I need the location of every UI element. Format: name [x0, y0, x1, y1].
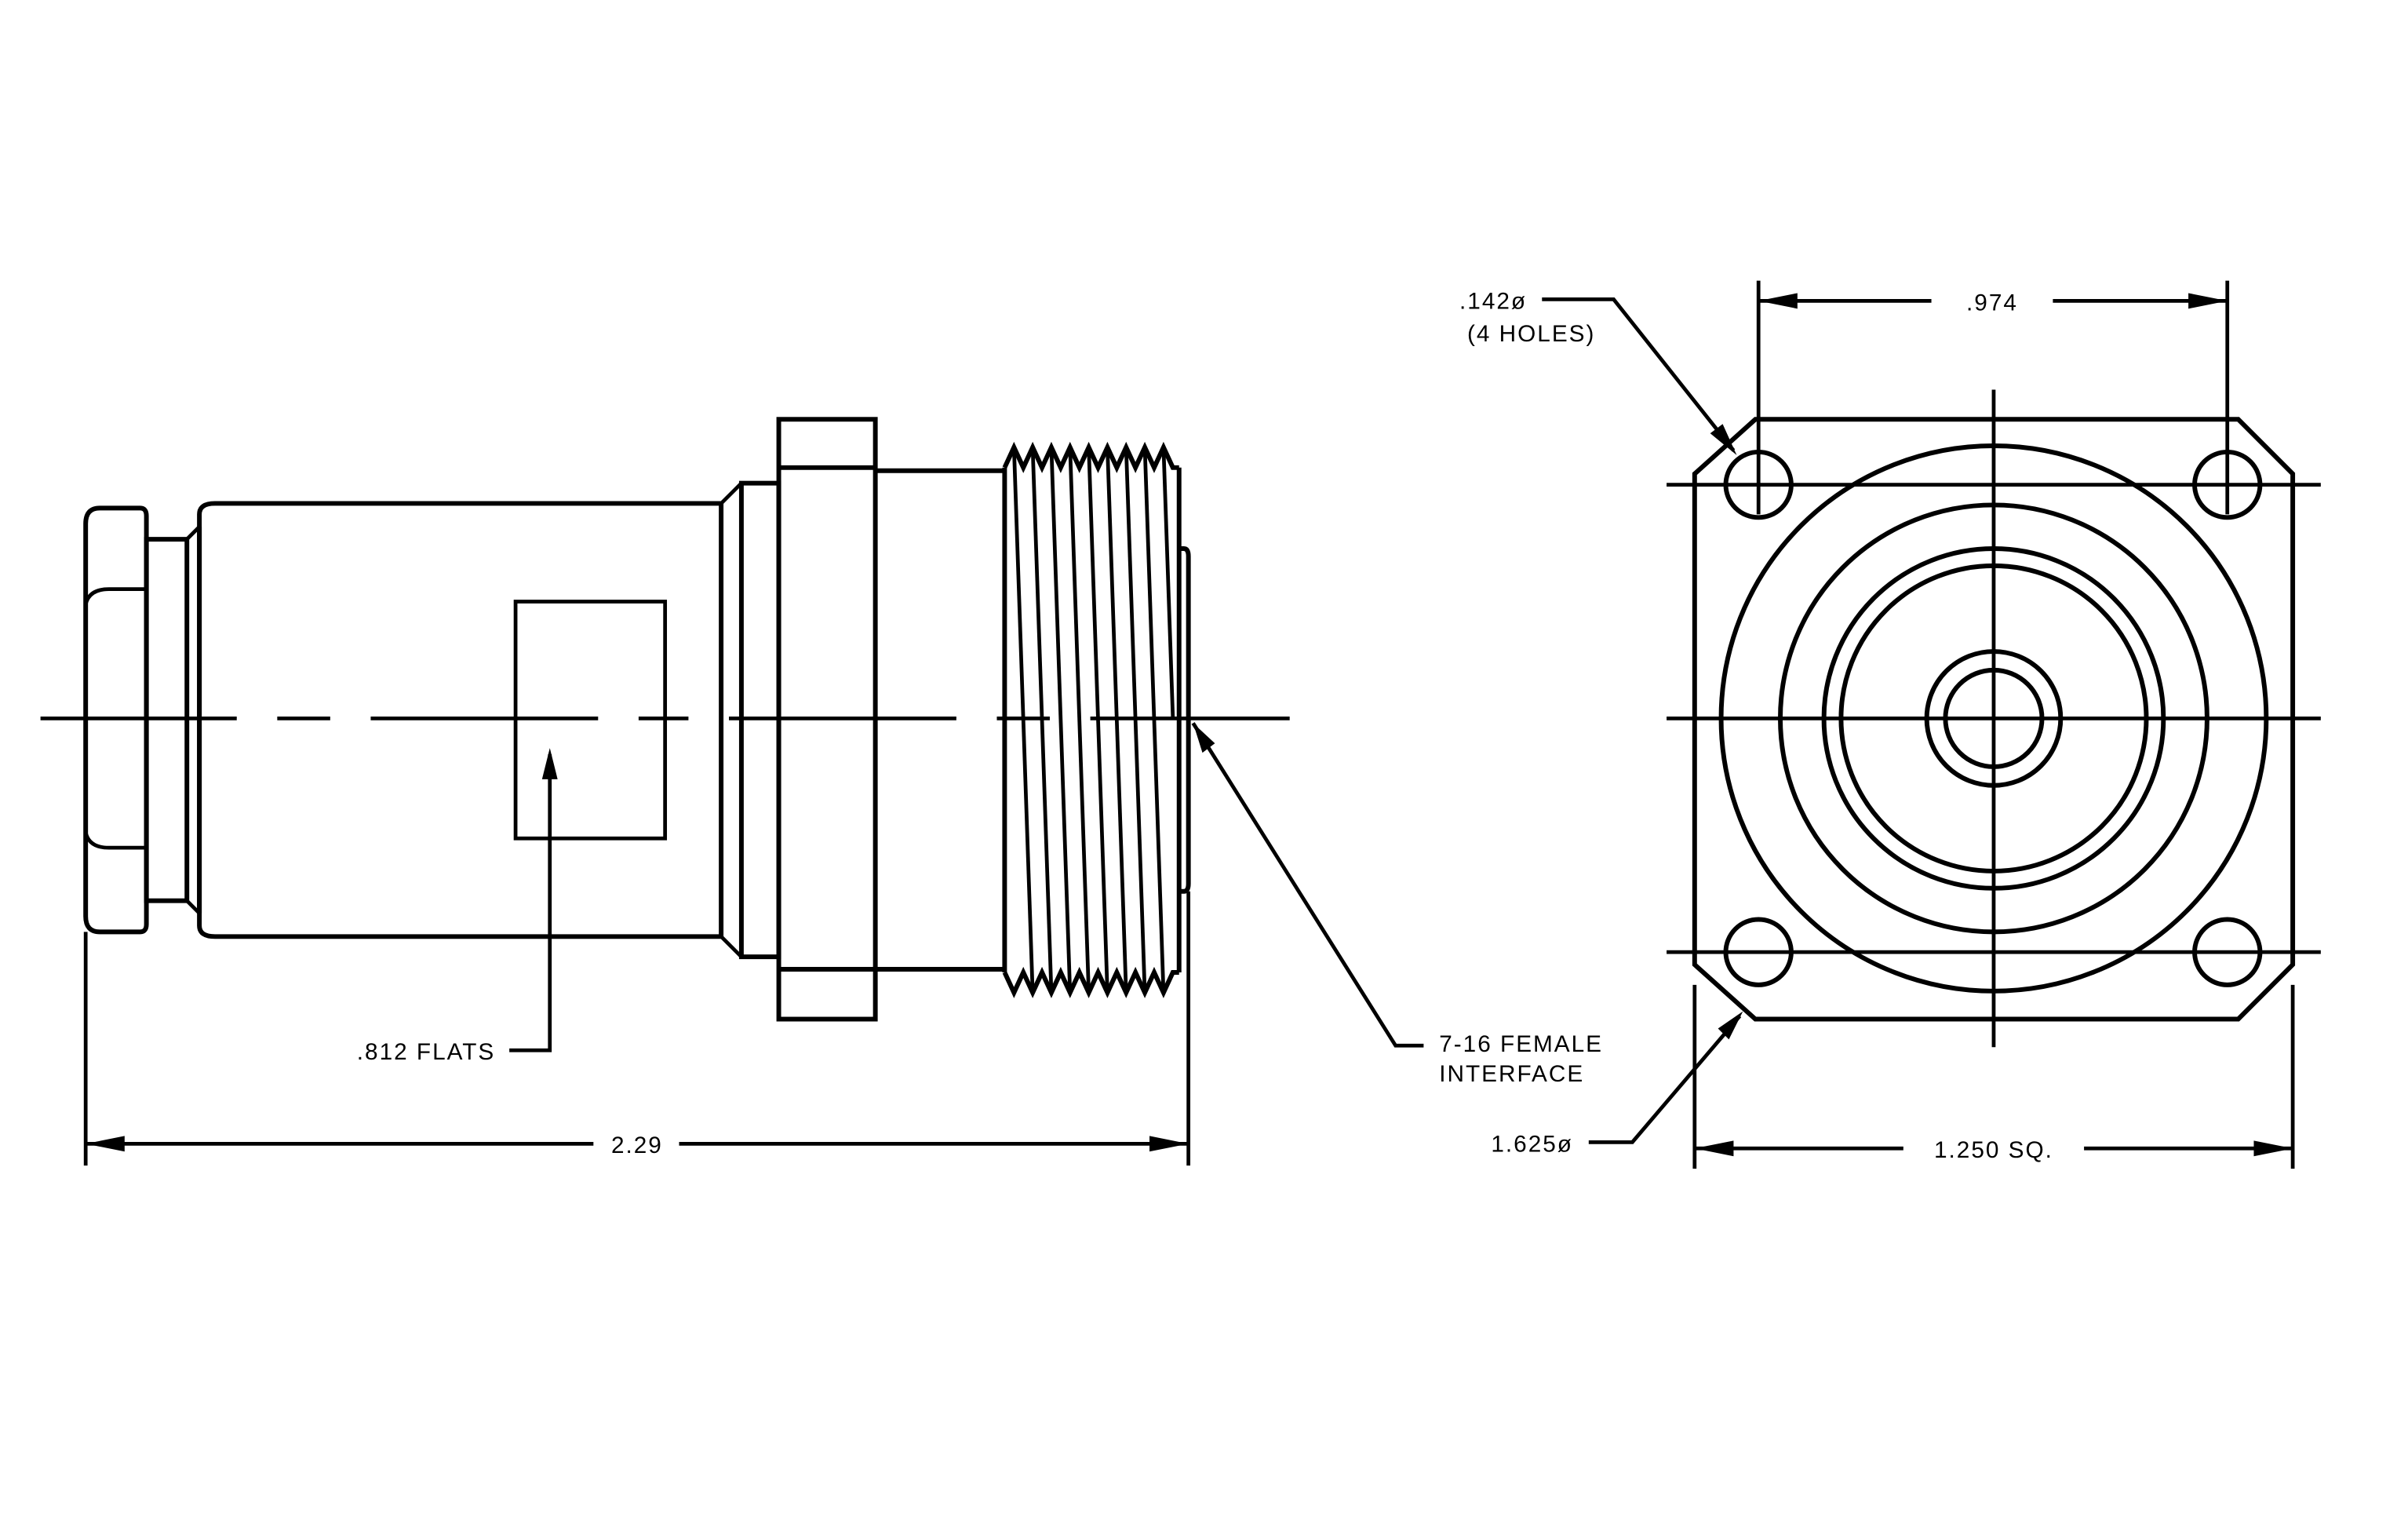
length-dimension: 2.29 — [83, 891, 1191, 1166]
interface-callout-line1: 7-16 FEMALE — [1439, 1031, 1603, 1057]
flange-dia-text: 1.625ø — [1491, 1131, 1573, 1157]
hole-spacing-text: .974 — [1966, 290, 2018, 316]
hole-callout: .142ø (4 HOLES) — [1459, 288, 1737, 455]
mounting-hole — [1723, 917, 1794, 987]
center-lines-front — [1667, 280, 2321, 1048]
hole-callout-line2: (4 HOLES) — [1467, 321, 1595, 347]
mounting-hole — [1723, 449, 1794, 520]
front-view: .974 .142ø (4 HOLES) 1.625ø 1.250 SQ. — [1459, 280, 2321, 1169]
interface-callout: 7-16 FEMALE INTERFACE — [1191, 722, 1603, 1087]
center-contact — [1943, 667, 2045, 769]
hex-nut — [83, 505, 149, 935]
hole-spacing-dimension: .974 — [1758, 290, 2228, 316]
interface-callout-line2: INTERFACE — [1439, 1061, 1584, 1087]
square-dim-text: 1.250 SQ. — [1934, 1137, 2053, 1163]
flats-callout: .812 FLATS — [357, 748, 558, 1065]
flats-callout-text: .812 FLATS — [357, 1039, 495, 1065]
mounting-hole — [2192, 449, 2263, 520]
flange-diameter-callout: 1.625ø — [1491, 1011, 1743, 1157]
side-view: .812 FLATS 7-16 FEMALE INTERFACE 2.29 — [40, 417, 1603, 1166]
hole-callout-line1: .142ø — [1459, 288, 1527, 314]
square-flange — [1692, 417, 2296, 1022]
mounting-holes — [1723, 449, 2263, 987]
length-dim-text: 2.29 — [611, 1133, 663, 1158]
outer-ring — [1718, 443, 2269, 994]
interface-rings — [1718, 443, 2269, 994]
square-dimension: 1.250 SQ. — [1692, 984, 2295, 1169]
mounting-hole — [2192, 917, 2263, 987]
